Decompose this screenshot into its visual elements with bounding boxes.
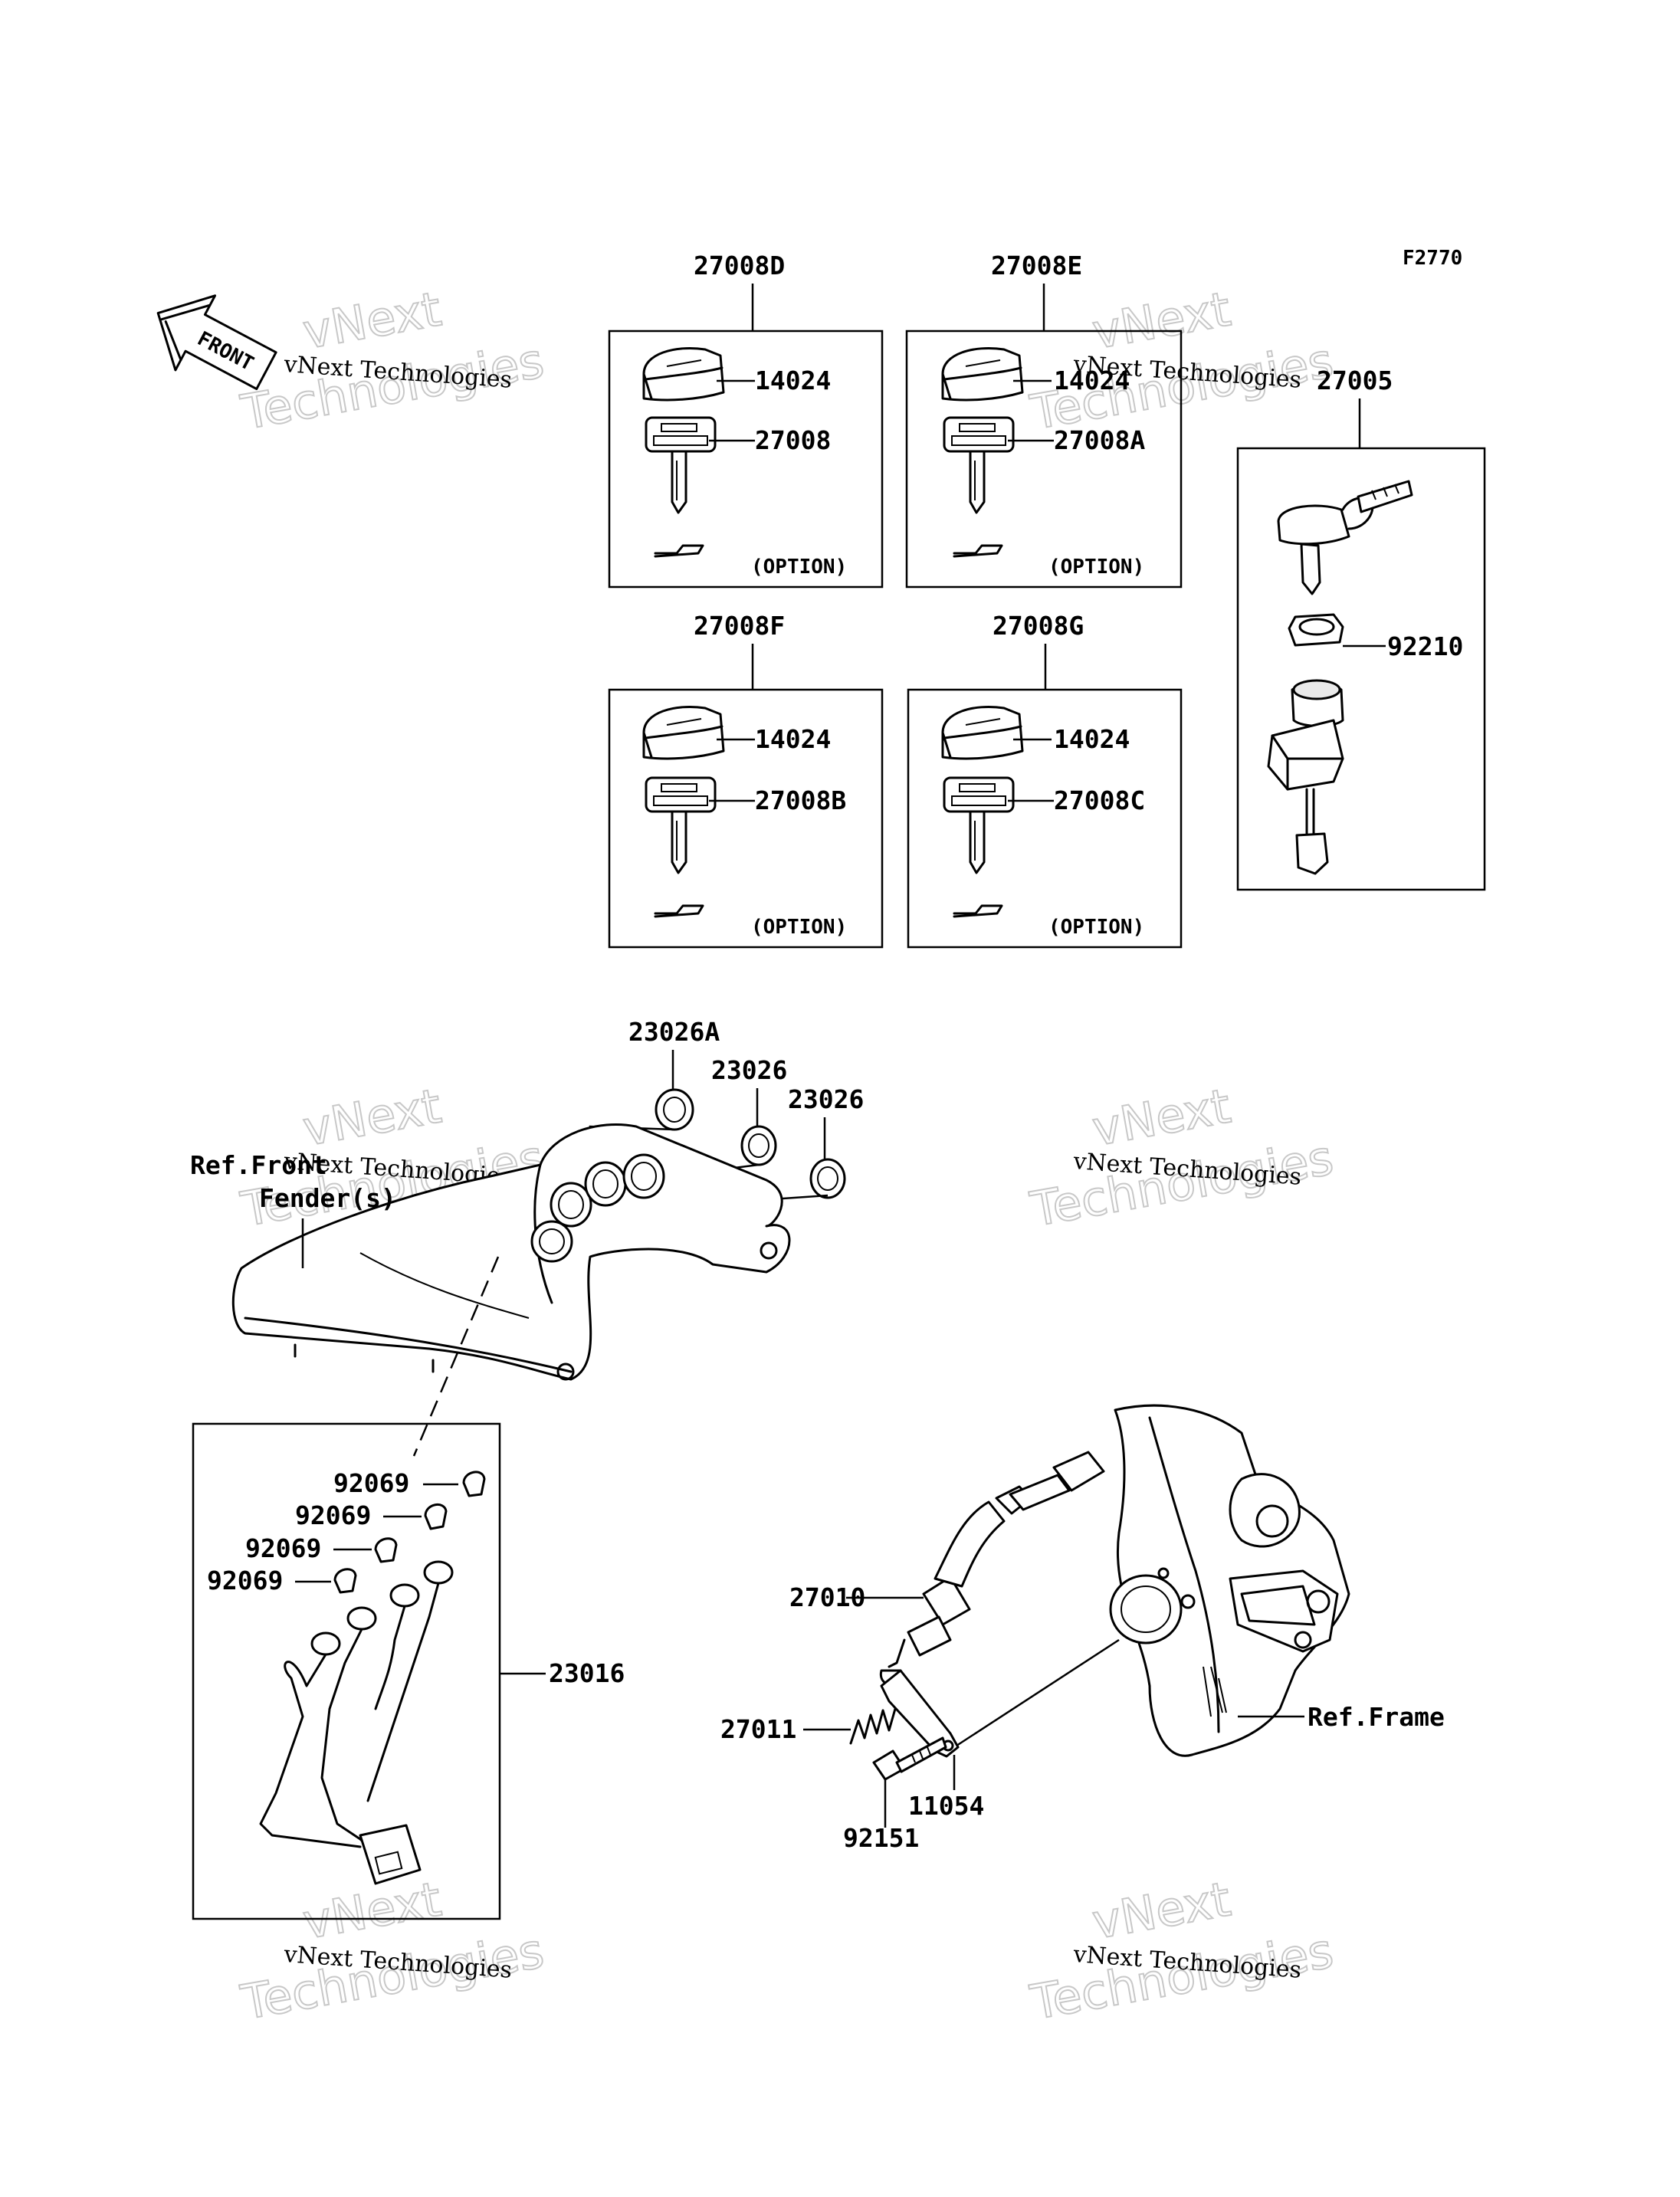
nut-part-label: 92210 xyxy=(1387,631,1463,661)
top-part-label: 14024 xyxy=(755,724,831,754)
bulb-icon xyxy=(424,1503,448,1530)
bulb-icon xyxy=(333,1568,357,1594)
tag-icon xyxy=(953,544,1003,558)
bulb-label-4: 92069 xyxy=(207,1566,283,1595)
watermark-mid-right: vNext Technologies vNext Technologies xyxy=(1025,1077,1338,1238)
option-label: (OPTION) xyxy=(1048,916,1144,939)
watermark-bottom-right: vNext Technologies vNext Technologies xyxy=(1025,1870,1338,2031)
figure-code: F2770 xyxy=(1403,247,1462,270)
key-set-27008d: 27008D 14024 27008 (OPTION) xyxy=(608,251,884,589)
side-stand-switch-icon xyxy=(879,1451,1105,1687)
key-set-27008e: 27008E 14024 27008A (OPTION) xyxy=(905,251,1183,589)
ref-fender-label: Fender(s) xyxy=(259,1183,396,1213)
key-knob-icon xyxy=(941,346,1024,402)
key-knob-icon xyxy=(642,705,725,760)
watermark-bottom-left: vNext Technologies vNext Technologies xyxy=(236,1870,549,2031)
bulb-icon xyxy=(462,1471,486,1497)
frame-section: Ref.Frame 27010 11054 xyxy=(720,1404,1445,1853)
tag-icon xyxy=(953,904,1003,918)
key-knob-icon xyxy=(642,346,725,402)
key-icon xyxy=(645,416,717,514)
ref-frame-label: Ref.Frame xyxy=(1308,1702,1445,1732)
grommet-label-1: 23026A xyxy=(628,1017,720,1047)
svg-text:vNext: vNext xyxy=(299,280,445,359)
harness-23016: 23016 92069 92069 92069 92069 xyxy=(192,1422,625,1920)
watermark-top-left: vNext Technologies vNext Technologies xyxy=(236,280,549,441)
option-label: (OPTION) xyxy=(1048,556,1144,579)
key-set-27008f: 27008F 14024 27008B (OPTION) xyxy=(608,611,884,949)
harness-part-label: 23016 xyxy=(549,1658,625,1688)
key-icon xyxy=(943,416,1015,514)
svg-text:vNext: vNext xyxy=(1088,280,1235,359)
bolt-icon xyxy=(872,1736,947,1781)
key-part-label: 27008B xyxy=(755,785,846,815)
bulb-label-1: 92069 xyxy=(333,1468,409,1498)
meter-cover: 23026A 23026 23026 xyxy=(190,1017,864,1457)
svg-text:vNext: vNext xyxy=(1088,1871,1235,1949)
grommet-icon xyxy=(809,1158,846,1199)
svg-text:vNext: vNext xyxy=(1088,1077,1235,1156)
bulb-label-3: 92069 xyxy=(245,1533,321,1563)
option-label: (OPTION) xyxy=(751,916,847,939)
ignition-set-id: 27005 xyxy=(1317,366,1393,395)
connector-icon xyxy=(359,1824,422,1885)
grommet-icon xyxy=(740,1125,777,1166)
ignition-key-icon xyxy=(1277,480,1413,595)
bracket-part-label: 11054 xyxy=(908,1791,984,1821)
option-label: (OPTION) xyxy=(751,556,847,579)
key-part-label: 27008A xyxy=(1054,425,1145,455)
bolt-part-label: 92151 xyxy=(843,1823,919,1853)
key-part-label: 27008 xyxy=(755,425,831,455)
key-knob-icon xyxy=(941,705,1024,760)
top-part-label: 14024 xyxy=(1054,724,1130,754)
key-set-id: 27008D xyxy=(694,251,785,280)
key-set-id: 27008E xyxy=(991,251,1082,280)
spring-icon xyxy=(849,1707,897,1745)
top-part-label: 14024 xyxy=(755,366,831,395)
top-part-label: 14024 xyxy=(1054,366,1130,395)
svg-text:vNext: vNext xyxy=(299,1077,445,1156)
tag-icon xyxy=(654,544,704,558)
grommet-label-3: 23026 xyxy=(788,1084,864,1114)
ignition-set-27005: 27005 92210 xyxy=(1236,366,1486,891)
bulb-icon xyxy=(374,1537,398,1563)
bulb-socket-icon xyxy=(259,1560,454,1848)
tag-icon xyxy=(654,904,704,918)
ref-front-label: Ref.Front xyxy=(190,1150,327,1180)
key-icon xyxy=(645,776,717,874)
key-set-27008g: 27008G 14024 27008C (OPTION) xyxy=(907,611,1183,949)
grommet-label-2: 23026 xyxy=(711,1055,787,1085)
key-icon xyxy=(943,776,1015,874)
key-set-id: 27008G xyxy=(993,611,1084,641)
bracket-icon xyxy=(880,1669,960,1758)
grommet-icon xyxy=(655,1088,694,1131)
ignition-switch-icon xyxy=(1267,679,1344,875)
bulb-label-2: 92069 xyxy=(295,1500,371,1530)
spring-part-label: 27011 xyxy=(720,1714,796,1744)
key-part-label: 27008C xyxy=(1054,785,1145,815)
nut-icon xyxy=(1288,613,1344,647)
key-set-id: 27008F xyxy=(694,611,785,641)
switch-part-label: 27010 xyxy=(789,1582,865,1612)
svg-text:vNext: vNext xyxy=(299,1871,445,1949)
